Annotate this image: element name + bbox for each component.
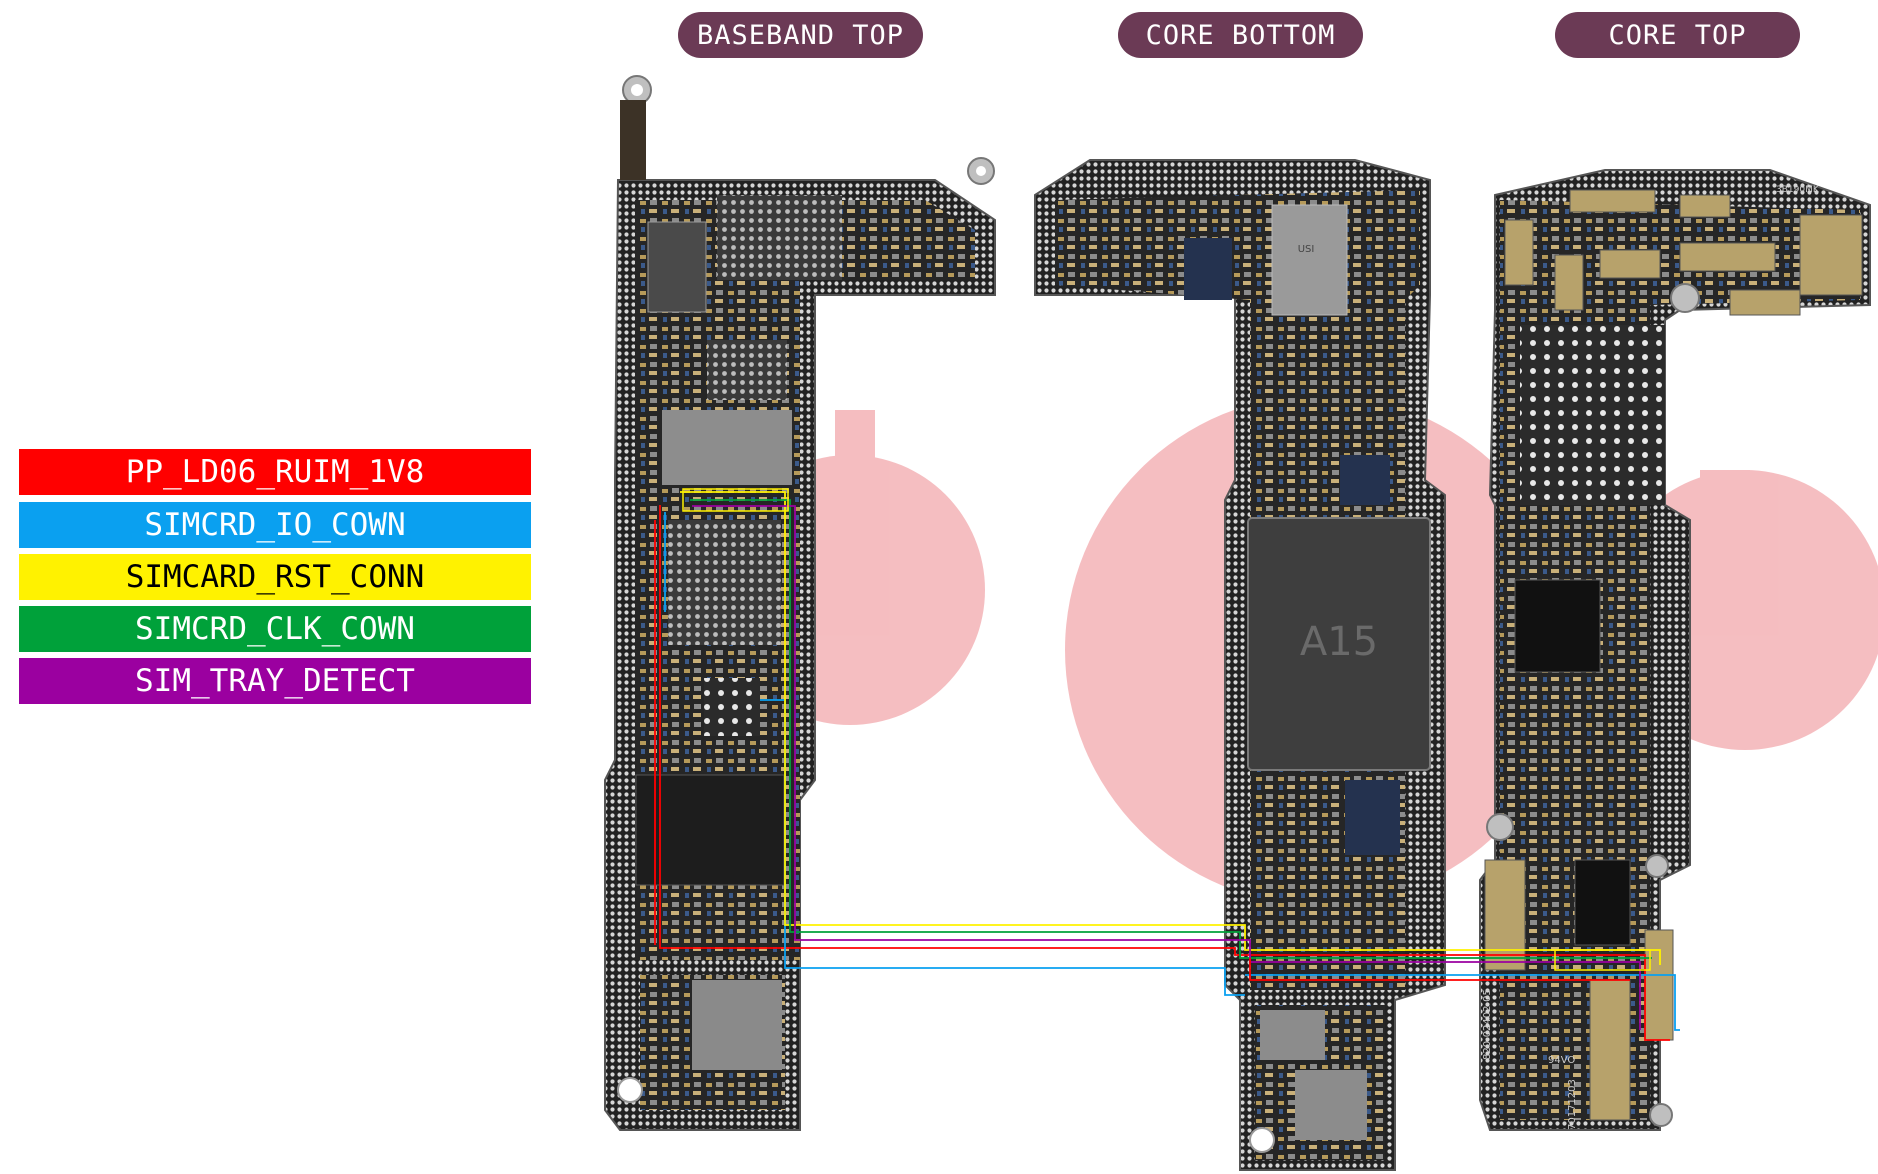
trace-simcrd-clk [690, 499, 1652, 959]
legend-label: SIMCRD_CLK_COWN [135, 611, 415, 647]
legend-label: SIMCRD_IO_COWN [144, 507, 406, 543]
legend-item-simcard-rst: SIMCARD_RST_CONN [19, 554, 531, 600]
signal-traces [654, 491, 1680, 1041]
legend-item-ruim-1v8: PP_LD06_RUIM_1V8 [19, 449, 531, 495]
legend-item-simcrd-clk: SIMCRD_CLK_COWN [19, 606, 531, 652]
legend-item-sim-tray-detect: SIM_TRAY_DETECT [19, 658, 531, 704]
legend-item-simcrd-io: SIMCRD_IO_COWN [19, 502, 531, 548]
board-code-label-2: 70171203 [1567, 1079, 1578, 1130]
sim-connector-core-top [1554, 949, 1651, 971]
header-core-top: CORE TOP [1555, 12, 1800, 58]
sim-connector-baseband [682, 488, 789, 512]
usi-chip-label: USI [1298, 244, 1315, 255]
trace-simcrd-io [664, 512, 1680, 1031]
trace-ruim-1v8 [659, 505, 1670, 1041]
legend-label: PP_LD06_RUIM_1V8 [125, 454, 425, 490]
legend-label: SIM_TRAY_DETECT [135, 663, 415, 699]
header-baseband-top: BASEBAND TOP [678, 12, 923, 58]
legend-label: SIMCARD_RST_CONN [125, 559, 425, 595]
board-code-label-3: 94VO [1548, 1055, 1575, 1066]
board-core-top: 820-02402-05 70171203 94VO 3B190MK [1479, 169, 1871, 1131]
trace-sim-tray-detect [692, 505, 1641, 1030]
board-core-bottom: A15 USI [1034, 159, 1446, 1171]
a15-chip-label: A15 [1300, 619, 1378, 665]
board-code-label-4: 3B190MK [1776, 185, 1820, 195]
board-baseband-top [604, 75, 996, 1131]
trace-simcard-rst [680, 491, 1661, 965]
board-code-label: 820-02402-05 [1482, 989, 1493, 1060]
header-core-bottom: CORE BOTTOM [1118, 12, 1363, 58]
